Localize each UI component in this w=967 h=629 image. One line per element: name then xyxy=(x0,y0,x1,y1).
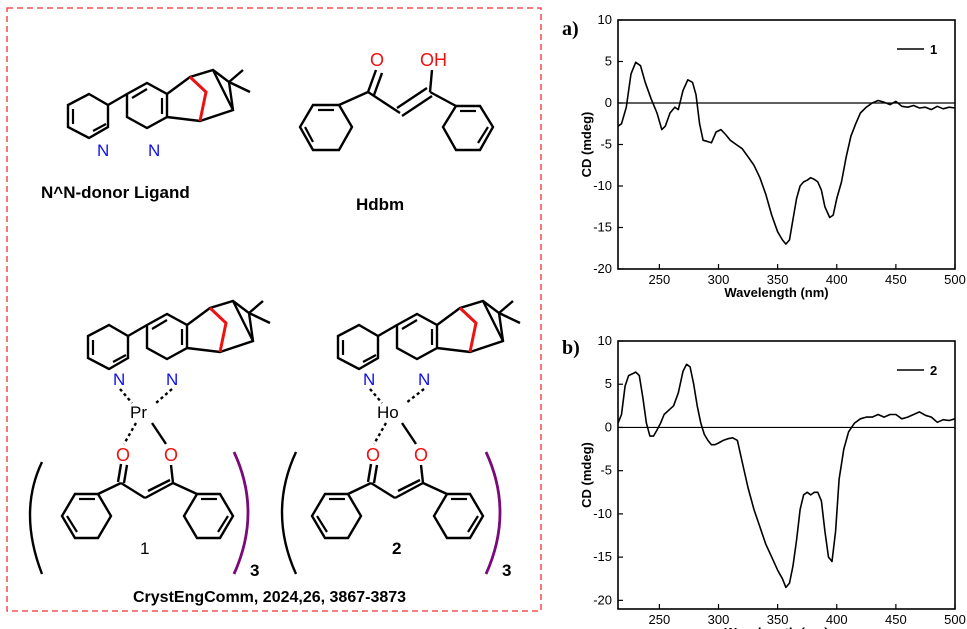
y-tick-label: -20 xyxy=(593,592,612,607)
legend-entry: 2 xyxy=(930,363,937,378)
y-tick-label: 10 xyxy=(598,333,612,348)
y-tick-label: -10 xyxy=(593,506,612,521)
x-axis-label: Wavelength (nm) xyxy=(724,285,828,300)
ligand-pyridine-n-left: N xyxy=(97,141,109,160)
x-tick-label: 350 xyxy=(767,272,789,287)
legend-entry: 1 xyxy=(930,42,937,57)
plot-frame xyxy=(617,19,956,270)
y-axis-label: CD (mdeg) xyxy=(579,112,594,178)
y-tick-label: 0 xyxy=(605,419,612,434)
x-tick-label: 450 xyxy=(885,272,907,287)
complex-2-subscript: 3 xyxy=(502,561,511,580)
complex-2-right-bracket xyxy=(484,451,502,575)
y-tick-label: 10 xyxy=(598,12,612,27)
complex-1-left-paren xyxy=(28,461,44,575)
x-tick-label: 450 xyxy=(885,612,907,627)
complex-1-o-right: O xyxy=(164,445,178,465)
citation: CrystEngComm, 2024,26, 3867-3873 xyxy=(133,589,406,606)
scheme-border xyxy=(6,7,542,612)
plot-frame xyxy=(617,340,956,610)
y-tick-label: 5 xyxy=(605,54,612,69)
ligand-structure: N N xyxy=(66,68,251,160)
hdbm-enol-oh: OH xyxy=(420,50,447,70)
panel-label: a) xyxy=(562,18,579,40)
x-tick-label: 500 xyxy=(944,272,966,287)
y-tick-label: -15 xyxy=(593,220,612,235)
complex-2-o-right: O xyxy=(414,445,428,465)
complex-1-structure: N N Pr O O xyxy=(60,299,271,540)
cd-series-line xyxy=(617,363,956,589)
x-tick-label: 400 xyxy=(826,612,848,627)
y-tick-label: -5 xyxy=(600,137,612,152)
y-tick-label: -20 xyxy=(593,261,612,276)
cd-chart-a: 250 300 350 400 450 500 10 5 0 -5 -10 -15 -20Wavelen… xyxy=(562,12,966,300)
y-tick-label: -5 xyxy=(600,463,612,478)
complex-1-right-bracket xyxy=(232,451,250,575)
cd-chart-b: 250 300 350 400 450 500 10 5 0 -5 -10 -15 -20Wavelen… xyxy=(562,333,966,629)
complex-1-n-left: N xyxy=(113,370,125,389)
x-tick-label: 300 xyxy=(708,272,730,287)
complex-2-o-left: O xyxy=(366,445,380,465)
x-tick-label: 250 xyxy=(649,272,671,287)
panel-label: b) xyxy=(562,337,580,359)
complex-1-subscript: 3 xyxy=(250,561,259,580)
y-tick-label: 5 xyxy=(605,376,612,391)
y-tick-label: -15 xyxy=(593,549,612,564)
complex-1-n-right: N xyxy=(166,370,178,389)
x-tick-label: 400 xyxy=(826,272,848,287)
x-axis-label: Wavelength (nm) xyxy=(724,625,828,629)
complex-1-label: 1 xyxy=(140,539,149,558)
complex-2-metal: Ho xyxy=(377,403,399,422)
complex-1-o-left: O xyxy=(116,445,130,465)
cd-series-line xyxy=(617,61,956,245)
complex-2-n-left: N xyxy=(363,370,375,389)
complex-2-n-right: N xyxy=(418,370,430,389)
x-tick-label: 300 xyxy=(708,612,730,627)
x-tick-label: 250 xyxy=(649,612,671,627)
y-axis-label: CD (mdeg) xyxy=(579,442,594,508)
ligand-pyridine-n-right: N xyxy=(148,141,160,160)
complex-2-label: 2 xyxy=(392,539,401,558)
x-tick-label: 350 xyxy=(767,612,789,627)
y-tick-label: -10 xyxy=(593,178,612,193)
hdbm-structure: O OH xyxy=(298,50,495,152)
complex-2-structure: N N Ho O O xyxy=(310,299,521,540)
hdbm-carbonyl-o: O xyxy=(370,50,384,70)
complex-2-left-paren xyxy=(280,451,298,575)
y-tick-label: 0 xyxy=(605,95,612,110)
ligand-label: N^N-donor Ligand xyxy=(41,183,190,202)
complex-1-metal: Pr xyxy=(130,403,147,422)
hdbm-label: Hdbm xyxy=(356,195,404,214)
x-tick-label: 500 xyxy=(944,612,966,627)
